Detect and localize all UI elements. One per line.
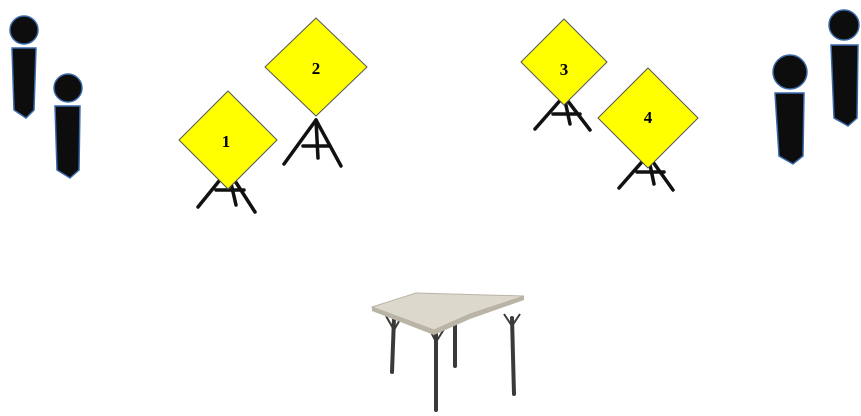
person-figure-left-front (54, 74, 82, 178)
sign-2-label: 2 (312, 59, 321, 78)
sign-3-label: 3 (560, 60, 569, 79)
folding-table (372, 293, 524, 410)
sign-on-easel-1: 1 (179, 91, 277, 212)
sign-4-label: 4 (644, 108, 653, 127)
person-figure-right-back (829, 10, 859, 126)
table-leg-back-right-2 (512, 318, 514, 394)
person-figure-left-back (10, 16, 38, 118)
easel-2 (284, 120, 341, 166)
sign-1-label: 1 (222, 132, 231, 151)
sign-on-easel-3: 3 (521, 19, 607, 130)
person-figure-right-front (773, 55, 807, 164)
sign-on-easel-2: 2 (265, 18, 367, 166)
sign-on-easel-4: 4 (598, 68, 698, 190)
